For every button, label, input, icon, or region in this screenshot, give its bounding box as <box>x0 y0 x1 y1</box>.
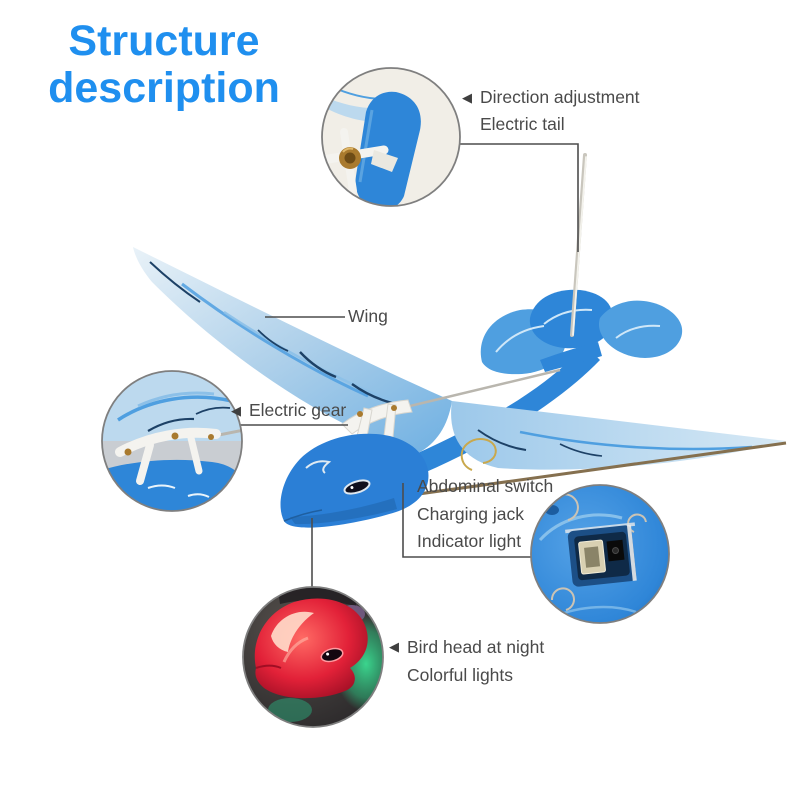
switch-panel <box>565 522 637 587</box>
label-abdomen-line1: Abdominal switch <box>417 476 554 496</box>
label-abdomen-line3: Indicator light <box>417 531 522 551</box>
page-title: Structure description <box>30 18 298 112</box>
callout-connectors <box>240 143 579 588</box>
left-wing <box>133 247 452 453</box>
gold-swirl <box>460 438 497 471</box>
label-wing: Wing <box>348 303 388 330</box>
label-abdominal-switch: Abdominal switch Charging jack Indicator… <box>417 473 553 556</box>
bird-head <box>280 433 429 528</box>
right-wing <box>451 401 786 470</box>
callout-circle-switch <box>530 484 670 624</box>
label-gear-text: Electric gear <box>249 400 347 420</box>
connector-abdomen <box>402 483 531 558</box>
label-abdomen-line2: Charging jack <box>417 503 524 524</box>
callout-circle-gear <box>101 370 243 512</box>
label-electric-gear: ◀ Electric gear <box>231 397 346 424</box>
left-pointer-icon: ◀ <box>231 403 241 418</box>
label-head-line1: Bird head at night <box>407 637 545 657</box>
left-pointer-icon: ◀ <box>462 90 472 105</box>
page-title-line1: Structure <box>68 17 260 65</box>
label-tail-line1: Direction adjustment <box>480 87 640 107</box>
label-bird-head-night: ◀ Bird head at night Colorful lights <box>389 633 544 689</box>
bird-body <box>398 345 600 478</box>
label-electric-tail: ◀ Direction adjustment Electric tail <box>462 84 640 138</box>
connector-tail <box>460 143 579 252</box>
tail-fan <box>480 289 683 375</box>
left-pointer-icon: ◀ <box>389 639 399 654</box>
label-wing-text: Wing <box>348 306 388 326</box>
label-tail-line2: Electric tail <box>480 114 565 134</box>
bird-illustration <box>133 153 787 528</box>
label-head-line2: Colorful lights <box>407 665 514 685</box>
gear-mechanism <box>341 368 561 443</box>
callout-circle-tail <box>321 67 461 207</box>
page-title-line2: description <box>48 64 280 112</box>
callout-circle-night <box>242 586 384 728</box>
